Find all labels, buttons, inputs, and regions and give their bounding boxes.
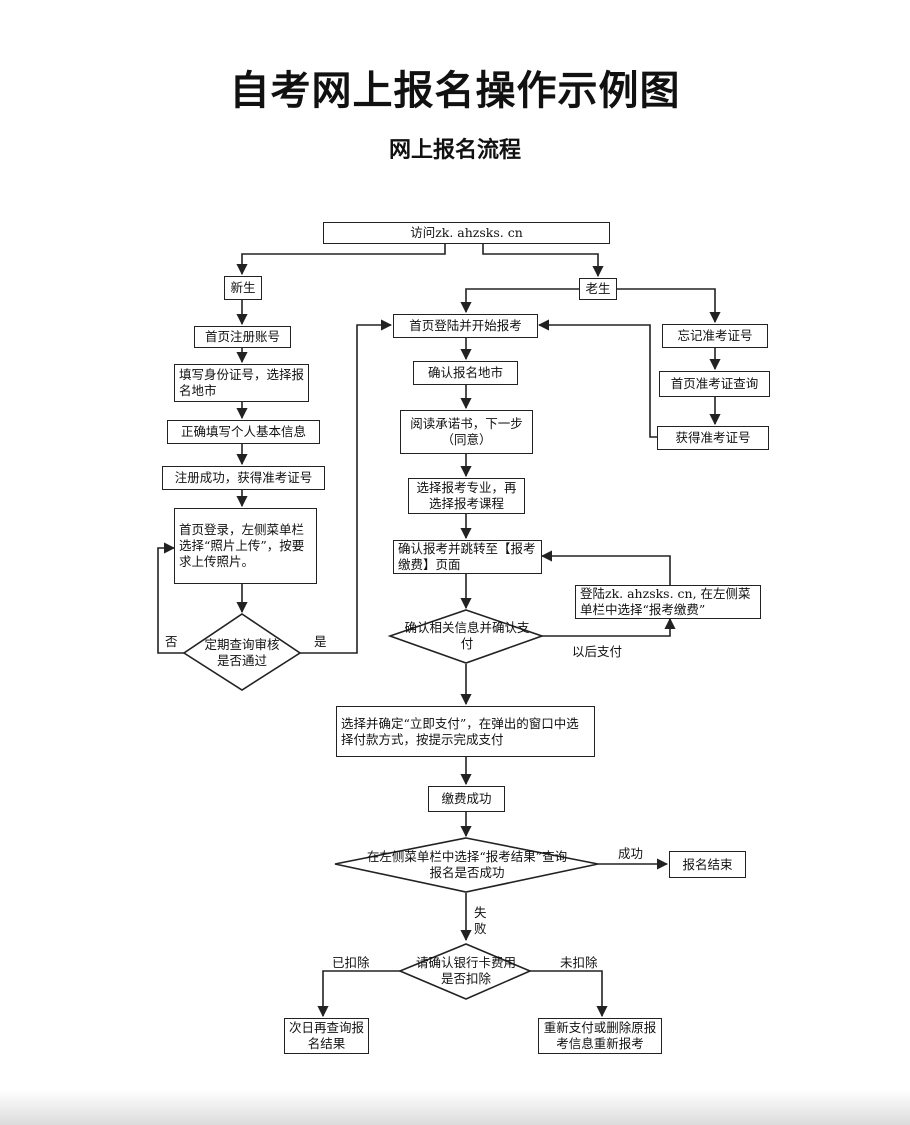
new-student-box: 新生 (224, 276, 262, 300)
fill-id-box: 填写身份证号，选择报名地市 (174, 364, 309, 402)
edge-label-later-pay: 以后支付 (572, 644, 623, 659)
forgot-id-box: 忘记准考证号 (662, 324, 768, 348)
decision-check-result (334, 837, 599, 893)
basic-info-box: 正确填写个人基本信息 (167, 420, 320, 444)
read-promise-box: 阅读承诺书，下一步（同意） (400, 410, 533, 454)
page-bottom-shadow (0, 1090, 910, 1125)
edge-check-no (157, 542, 185, 654)
decision-confirm-pay (387, 609, 545, 664)
edge-label-no: 否 (165, 634, 178, 649)
old-student-box: 老生 (579, 278, 617, 300)
edge-label-fail: 失败 (474, 905, 487, 936)
confirm-city-box: 确认报名地市 (413, 361, 518, 385)
edge-label-yes: 是 (314, 634, 327, 649)
edge-label-success: 成功 (618, 846, 644, 861)
edge-confirm-later (542, 617, 676, 637)
edge-get-login (537, 319, 657, 438)
edge-old-forgot (617, 288, 721, 324)
login-start-box: 首页登陆并开始报考 (393, 314, 538, 338)
get-id-box: 获得准考证号 (657, 426, 769, 450)
pay-now-box: 选择并确定“立即支付”，在弹出的窗口中选择付款方式，按提示完成支付 (336, 706, 595, 757)
upload-photo-box: 首页登录，左侧菜单栏选择“照片上传”，按要求上传照片。 (174, 508, 317, 584)
check-result-decision-text: 在左侧菜单栏中选择“报考结果”查询报名是否成功 (366, 849, 568, 880)
later-login-box: 登陆zk. ahzsks. cn, 在左侧菜单栏中选择“报考缴费” (575, 585, 761, 619)
reg-success-box: 注册成功，获得准考证号 (162, 466, 325, 490)
next-day-box: 次日再查询报名结果 (284, 1018, 369, 1054)
review-decision-text: 定期查询审核是否通过 (204, 637, 280, 668)
visit-site-box: 访问zk. ahzsks. cn (323, 222, 610, 244)
edge-old-login (460, 288, 586, 314)
confirm-pay-decision-text: 确认相关信息并确认支付 (404, 620, 530, 651)
page-subtitle: 网上报名流程 (388, 138, 521, 163)
edge-visit-new (236, 244, 446, 276)
edge-visit-old (482, 244, 604, 278)
reg-done-box: 报名结束 (669, 851, 746, 878)
edge-later-jump (540, 550, 671, 585)
query-id-box: 首页准考证查询 (659, 371, 770, 397)
edge-bank-not (522, 970, 608, 1018)
repay-box: 重新支付或删除原报考信息重新报考 (538, 1018, 662, 1054)
bank-decision-text: 请确认银行卡费用是否扣除 (415, 955, 516, 986)
edge-label-deducted: 已扣除 (332, 955, 370, 970)
decision-review (182, 613, 302, 691)
register-account-box: 首页注册账号 (194, 326, 291, 348)
edge-label-not-deducted: 未扣除 (560, 955, 598, 970)
edge-bank-deducted (317, 970, 410, 1018)
page-title: 自考网上报名操作示例图 (229, 68, 681, 114)
select-major-box: 选择报考专业，再选择报考课程 (408, 478, 525, 514)
edge-check-yes (300, 319, 393, 654)
confirm-jump-box: 确认报考并跳转至【报考缴费】页面 (393, 540, 542, 574)
pay-success-box: 缴费成功 (428, 786, 505, 812)
decision-bank (397, 943, 533, 1000)
